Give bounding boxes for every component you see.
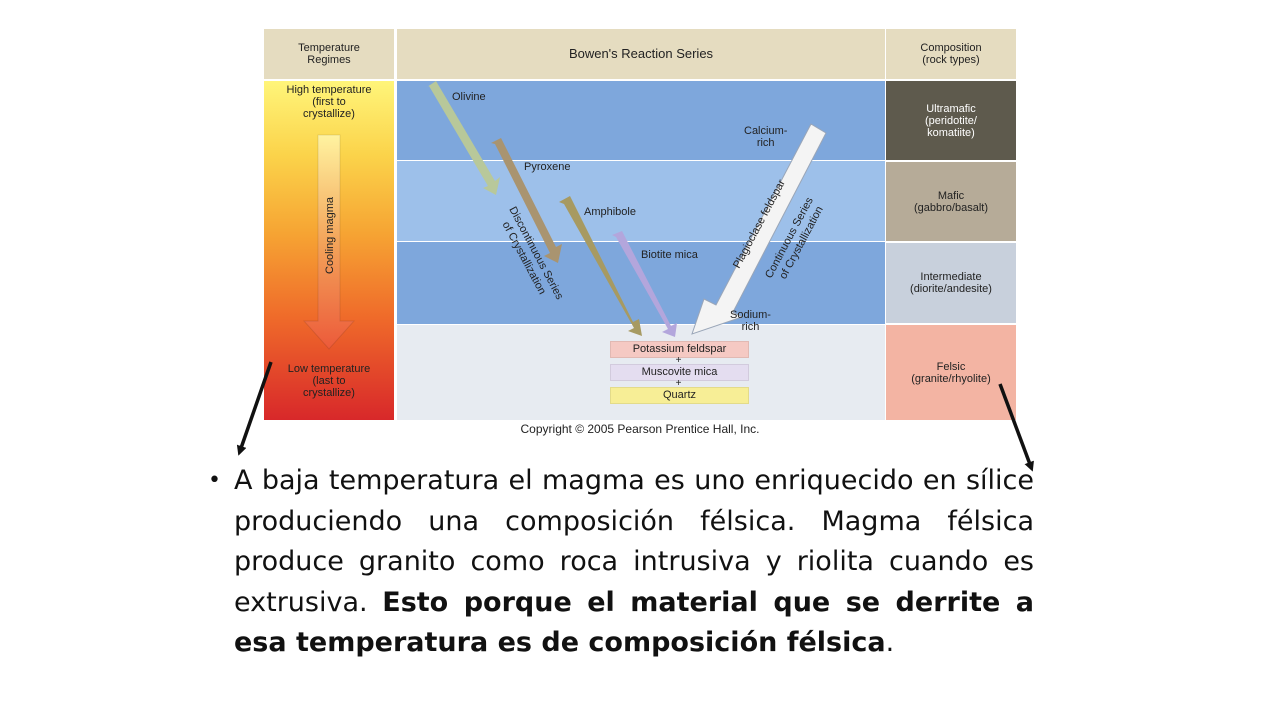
potassium-feldspar-box: Potassium feldspar [610,341,749,358]
pyroxene-label: Pyroxene [524,161,571,173]
composition-intermediate: Intermediate (diorite/andesite) [886,243,1016,323]
plagioclase-feldspar-arrow [691,123,827,335]
copyright-caption: Copyright © 2005 Pearson Prentice Hall, … [520,422,760,436]
composition-intermediate-label: Intermediate (diorite/andesite) [910,271,992,295]
bullet-plain-text: A baja temperatura el magma es uno enriq… [234,465,1034,618]
header-composition-label: Composition (rock types) [920,42,982,66]
amphibole-arrow [559,196,642,336]
bullet-dot-icon: • [208,468,221,493]
biotite-mica-label: Biotite mica [641,249,698,261]
pointer-arrow-left [236,361,273,456]
composition-ultramafic: Ultramafic (peridotite/ komatiite) [886,81,1016,160]
bullet-end-text: . [885,627,895,658]
header-composition: Composition (rock types) [886,29,1016,79]
composition-felsic: Felsic (granite/rhyolite) [886,325,1016,420]
pyroxene-arrow [491,138,562,263]
biotite-arrow [612,231,677,337]
bullet-text: A baja temperatura el magma es uno enriq… [234,461,1034,664]
header-temperature-regimes: Temperature Regimes [264,29,394,79]
calcium-rich-label: Calcium- rich [744,125,788,149]
composition-ultramafic-label: Ultramafic (peridotite/ komatiite) [925,102,977,139]
cooling-magma-label: Cooling magma [324,196,336,274]
bowen-reaction-series-figure: Temperature Regimes Bowen's Reaction Ser… [264,29,1016,420]
muscovite-mica-box: Muscovite mica [610,364,749,381]
quartz-box: Quartz [610,387,749,404]
composition-felsic-label: Felsic (granite/rhyolite) [911,360,991,385]
low-temperature-label: Low temperature (last to crystallize) [287,363,371,399]
sodium-rich-label: Sodium- rich [730,309,771,333]
bullet-bold-text: Esto porque el material que se derrite a… [234,586,1034,659]
cooling-magma-arrow [302,134,356,350]
composition-mafic: Mafic (gabbro/basalt) [886,162,1016,241]
olivine-arrow [427,81,500,195]
composition-mafic-label: Mafic (gabbro/basalt) [914,189,988,214]
amphibole-label: Amphibole [584,206,636,218]
header-bowen-reaction-series: Bowen's Reaction Series [397,29,885,79]
band-intermediate [397,242,885,324]
header-bowen-label: Bowen's Reaction Series [568,46,714,61]
plus-sign-2: + [675,378,682,389]
pointer-arrow-right [998,383,1034,472]
header-temperature-label: Temperature Regimes [298,42,360,66]
reaction-arrows: Cooling magma Discontinuous Series of Cr… [302,81,827,350]
plus-sign-1: + [675,355,682,366]
high-temperature-label: High temperature (first to crystallize) [286,84,372,120]
olivine-label: Olivine [452,91,486,103]
